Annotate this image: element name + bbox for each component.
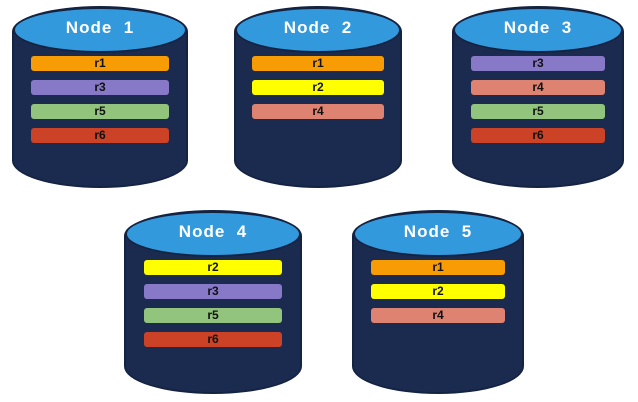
node-title: Node 3	[503, 18, 573, 37]
replica-item-r5[interactable]: r5	[470, 104, 606, 119]
database-node-3[interactable]: Node 3 r3 r4 r5 r6	[452, 6, 624, 188]
database-node-1[interactable]: Node 1 r1 r3 r5 r6	[12, 6, 188, 188]
cylinder-top-icon	[453, 7, 623, 53]
replica-item-r1[interactable]: r1	[252, 56, 384, 71]
database-node-2[interactable]: Node 2 r1 r2 r4	[234, 6, 402, 188]
replica-item-r4[interactable]: r4	[370, 308, 506, 323]
replica-item-r6[interactable]: r6	[143, 332, 283, 347]
node-title: Node 4	[178, 222, 248, 241]
cylinder-top-icon	[13, 7, 187, 53]
cylinder-top-icon	[125, 211, 301, 257]
replica-item-r5[interactable]: r5	[31, 104, 169, 119]
replica-item-r4[interactable]: r4	[252, 104, 384, 119]
node-3-replica-list: r3 r4 r5 r6	[452, 56, 624, 143]
cylinder-top-icon	[353, 211, 523, 257]
replica-item-r6[interactable]: r6	[31, 128, 169, 143]
node-1-replica-list: r1 r3 r5 r6	[12, 56, 188, 143]
replica-item-r3[interactable]: r3	[143, 284, 283, 299]
replica-item-r3[interactable]: r3	[470, 56, 606, 71]
database-node-4[interactable]: Node 4 r2 r3 r5 r6	[124, 210, 302, 394]
replica-item-r1[interactable]: r1	[31, 56, 169, 71]
cylinder-top-icon	[235, 7, 401, 53]
node-title: Node 1	[65, 18, 135, 37]
replica-item-r2[interactable]: r2	[252, 80, 384, 95]
database-node-5[interactable]: Node 5 r1 r2 r4	[352, 210, 524, 394]
node-4-replica-list: r2 r3 r5 r6	[124, 260, 302, 347]
replica-item-r3[interactable]: r3	[31, 80, 169, 95]
node-5-replica-list: r1 r2 r4	[352, 260, 524, 323]
replica-item-r2[interactable]: r2	[143, 260, 283, 275]
node-2-replica-list: r1 r2 r4	[234, 56, 402, 119]
replica-item-r4[interactable]: r4	[470, 80, 606, 95]
replica-item-r1[interactable]: r1	[370, 260, 506, 275]
node-title: Node 2	[283, 18, 353, 37]
replica-item-r6[interactable]: r6	[470, 128, 606, 143]
node-title: Node 5	[403, 222, 473, 241]
replica-item-r2[interactable]: r2	[370, 284, 506, 299]
replica-item-r5[interactable]: r5	[143, 308, 283, 323]
